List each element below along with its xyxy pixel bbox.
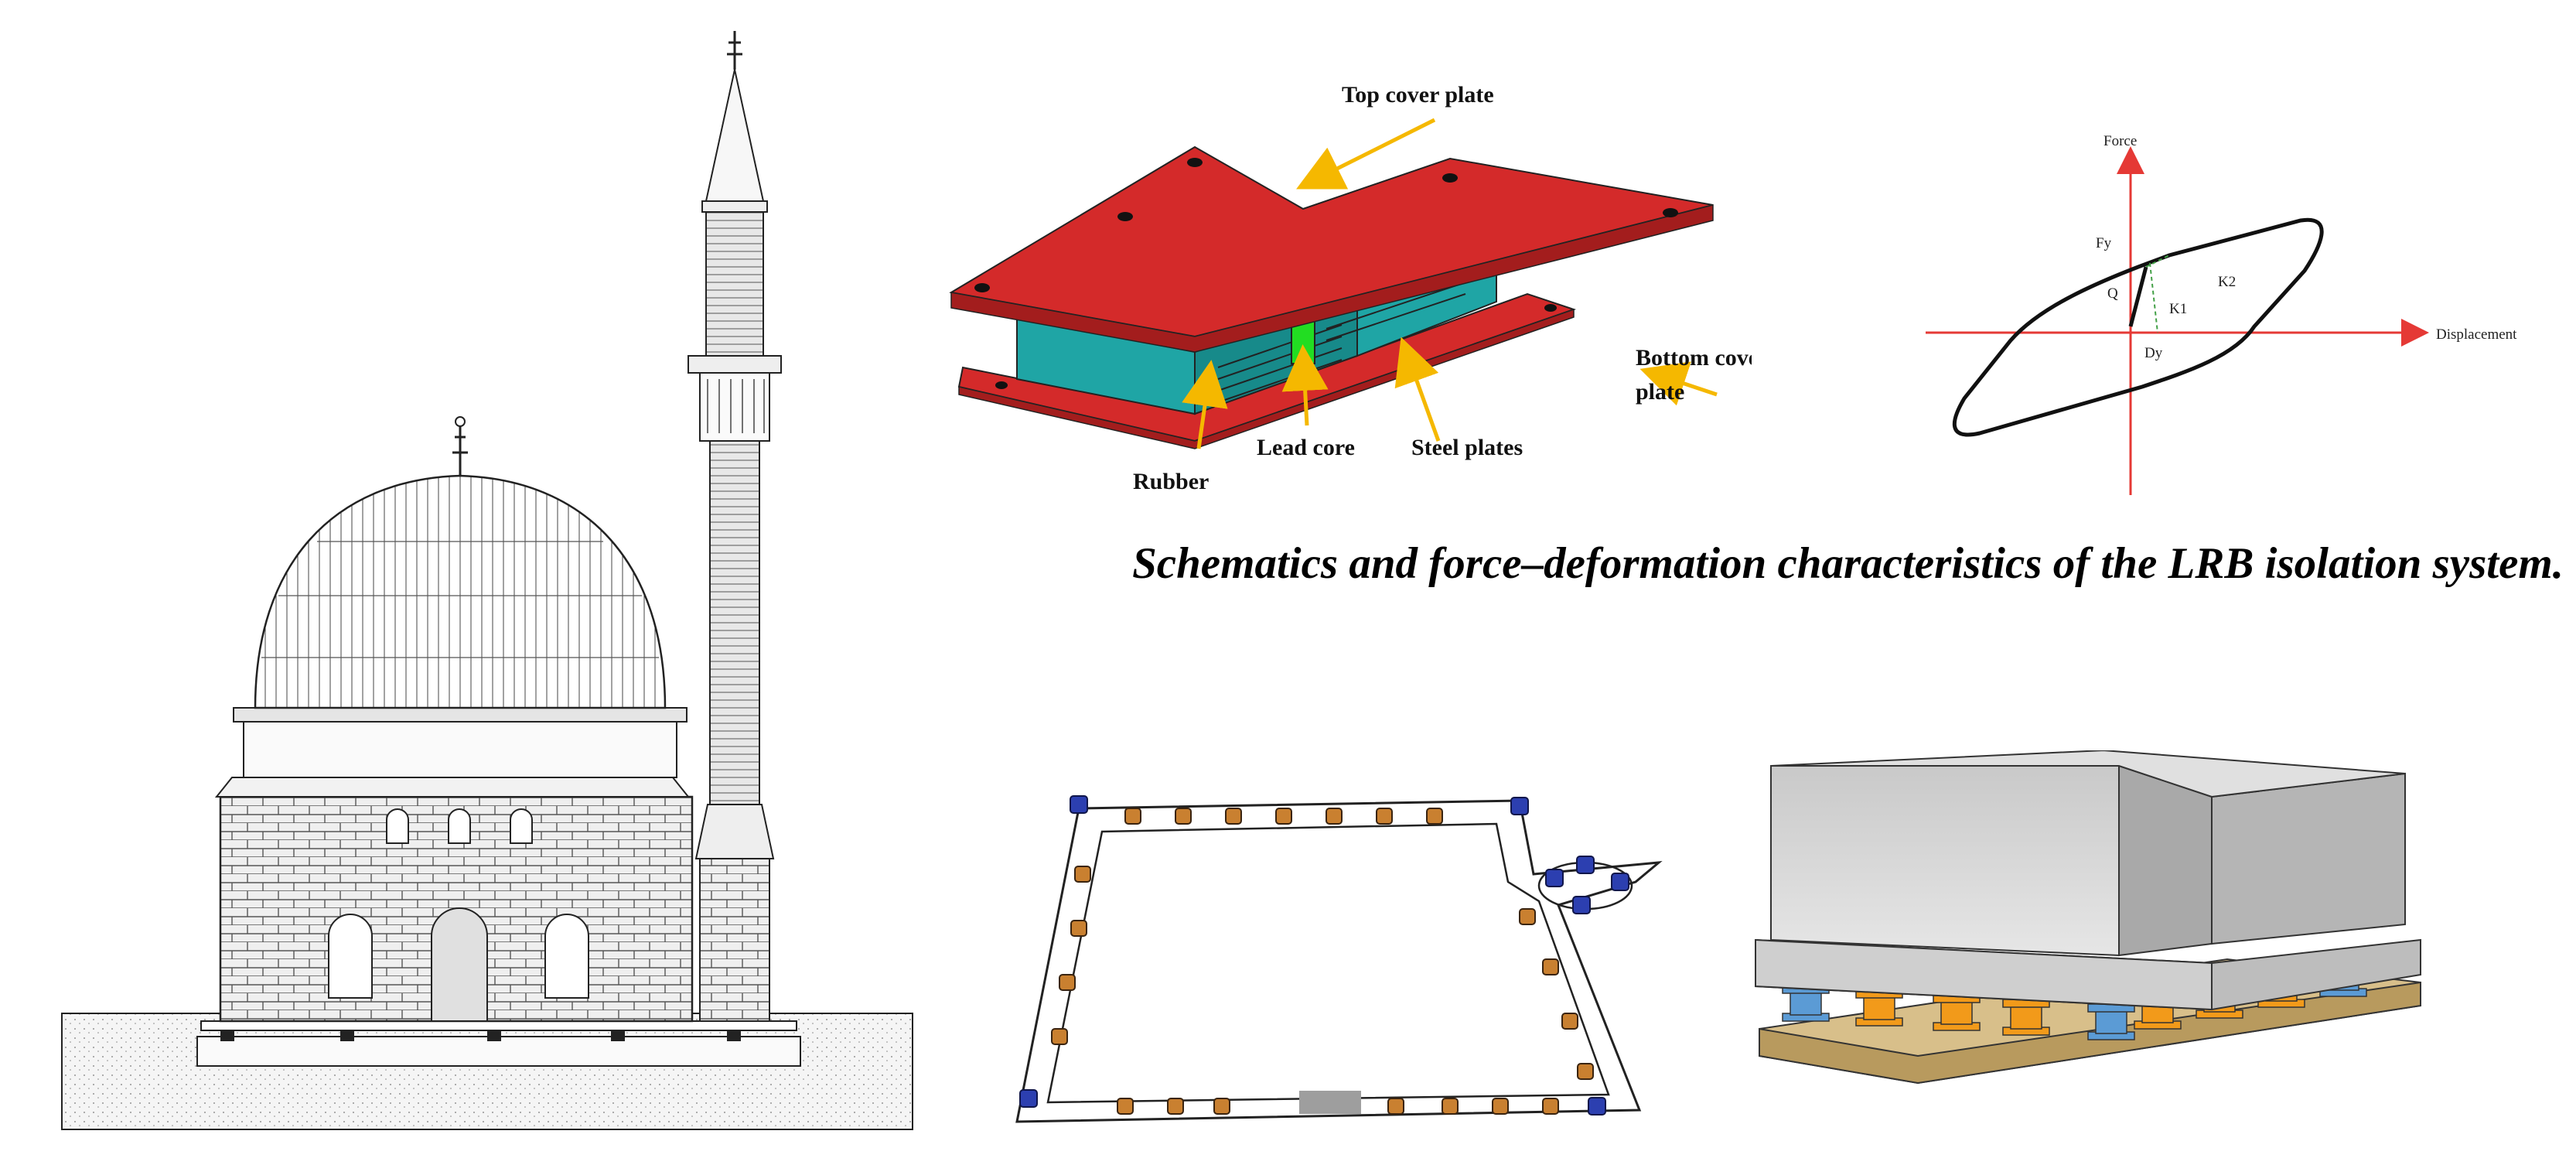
lrb-marker (1124, 808, 1141, 825)
lrb-marker (1426, 808, 1443, 825)
slider-marker (1611, 873, 1629, 891)
lead-rubber-bearing (1855, 989, 1903, 1027)
slider-marker (1070, 795, 1088, 814)
label-y-axis: Force (2103, 133, 2137, 149)
lrb-marker (1519, 908, 1536, 925)
mosque-dome (254, 474, 667, 709)
lrb-schematic: Top cover plate Bottom cover plate Rubbe… (940, 62, 1752, 495)
lrb-marker (1326, 808, 1343, 825)
slider-marker (1576, 856, 1595, 874)
lrb-isolators (1051, 808, 1594, 1115)
lrb-marker (1275, 808, 1292, 825)
label-x-axis: Displacement (2436, 326, 2517, 343)
mosque-isolators (220, 1029, 741, 1041)
lrb-marker (1074, 866, 1091, 883)
lrb-marker (1070, 920, 1087, 937)
label-top-cover-plate: Top cover plate (1342, 82, 1494, 108)
lrb-marker (1225, 808, 1242, 825)
label-fy: Fy (2096, 235, 2112, 251)
door-opening (1299, 1091, 1361, 1114)
mosque-windows (328, 808, 589, 1022)
label-steel-plates: Steel plates (1411, 435, 1523, 460)
slider-marker (1019, 1089, 1038, 1108)
lrb-marker (1051, 1028, 1068, 1045)
isolator-layout (994, 781, 1667, 1137)
minaret (688, 31, 782, 1022)
lrb-marker (1561, 1013, 1578, 1030)
lrb-marker (1542, 1098, 1559, 1115)
lrb-marker (1059, 974, 1076, 991)
lrb-marker (1167, 1098, 1184, 1115)
lrb-marker (1542, 958, 1559, 975)
lead-rubber-bearing (2002, 999, 2050, 1036)
lrb-marker (1387, 1098, 1404, 1115)
label-bottom-cover-plate-1: Bottom cover (1636, 345, 1752, 371)
label-k1: K1 (2169, 301, 2187, 317)
lrb-marker (1442, 1098, 1459, 1115)
label-q: Q (2107, 285, 2118, 302)
figure-caption: Schematics and force–deformation charact… (1132, 539, 2564, 588)
slider-bearing (2087, 1003, 2135, 1040)
slider-marker (1545, 869, 1564, 887)
wall-face-left (1770, 765, 2120, 957)
hysteresis-loop (1952, 217, 2324, 437)
label-lead-core: Lead core (1257, 435, 1355, 460)
hysteresis-graph: Force Displacement Fy Q K1 K2 Dy (1910, 124, 2567, 511)
mosque-elevation (54, 23, 928, 1137)
lrb-marker (1213, 1098, 1230, 1115)
layout-outline (1015, 799, 1663, 1123)
lrb-marker (1577, 1063, 1594, 1080)
lead-rubber-bearing (1933, 994, 1981, 1031)
slider-bearing (1782, 985, 1830, 1022)
isolated-wall-corner (1748, 750, 2444, 1137)
wall-face-right (2118, 764, 2213, 957)
slider-marker (1510, 797, 1529, 815)
label-rubber: Rubber (1133, 469, 1209, 494)
slider-marker (1588, 1097, 1606, 1115)
lrb-marker (1117, 1098, 1134, 1115)
lrb-marker (1492, 1098, 1509, 1115)
label-k2: K2 (2218, 274, 2236, 290)
label-bottom-cover-plate-2: plate (1636, 379, 1684, 405)
slider-isolators (1019, 795, 1629, 1115)
lrb-marker (1376, 808, 1393, 825)
lrb-marker (1175, 808, 1192, 825)
label-dy: Dy (2144, 345, 2163, 361)
slider-marker (1572, 896, 1591, 914)
